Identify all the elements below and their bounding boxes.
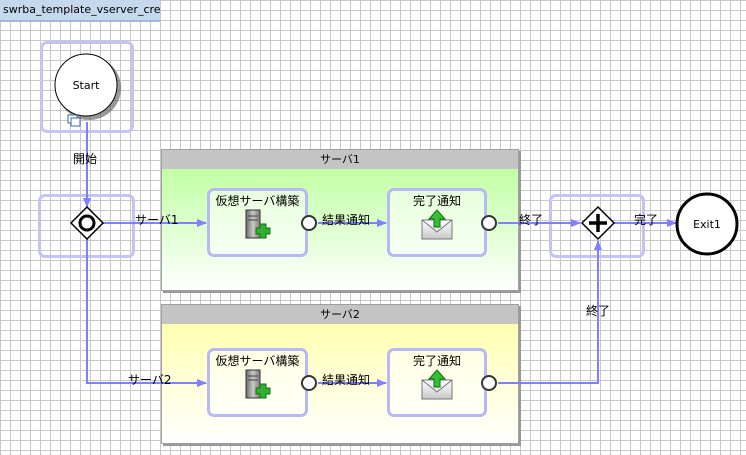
start-node[interactable]: Start (54, 53, 121, 120)
port-lane1-notify (481, 215, 497, 231)
task-lane2-build-label: 仮想サーバ構築 (215, 354, 300, 368)
edge-complete-label: 完了 (634, 213, 659, 227)
lane-server2-header: サーバ2 (162, 305, 518, 324)
edge-end1-label: 終了 (519, 213, 544, 227)
subprocess-marker-icon (67, 114, 81, 127)
port-lane1-build (301, 215, 317, 231)
mail-upload-icon (421, 209, 453, 240)
diagram-tab[interactable]: swrba_template_vserver_create (0, 0, 160, 22)
task-lane2-notify[interactable]: 完了通知 (387, 348, 487, 417)
edge-end2-label: 終了 (586, 304, 611, 318)
edge-branch1-label: サーバ1 (135, 213, 179, 227)
edge-result2-label: 結果通知 (322, 373, 371, 387)
exit-node[interactable]: Exit1 (675, 192, 739, 256)
port-lane2-build (301, 375, 317, 391)
parallel-gateway-icon[interactable] (580, 205, 616, 241)
task-lane2-notify-label: 完了通知 (412, 354, 461, 368)
edge-end2 (498, 240, 602, 384)
edge-result1-label: 結果通知 (322, 213, 371, 227)
edge-branch2-label: サーバ2 (128, 373, 172, 387)
start-node-label: Start (73, 79, 101, 92)
exit-node-label: Exit1 (693, 218, 721, 231)
task-lane1-build-label: 仮想サーバ構築 (215, 194, 300, 208)
edge-start-label: 開始 (73, 152, 98, 166)
edge-branch2 (86, 238, 207, 387)
task-lane1-notify-label: 完了通知 (412, 194, 461, 208)
mail-upload-icon (421, 369, 453, 400)
diagram-tab-title: swrba_template_vserver_create (3, 3, 160, 16)
exclusive-gateway-icon[interactable] (69, 205, 105, 241)
server-add-icon (245, 209, 271, 239)
server-add-icon (245, 369, 271, 399)
lane-server1-header: サーバ1 (162, 150, 518, 169)
port-lane2-notify (481, 375, 497, 391)
